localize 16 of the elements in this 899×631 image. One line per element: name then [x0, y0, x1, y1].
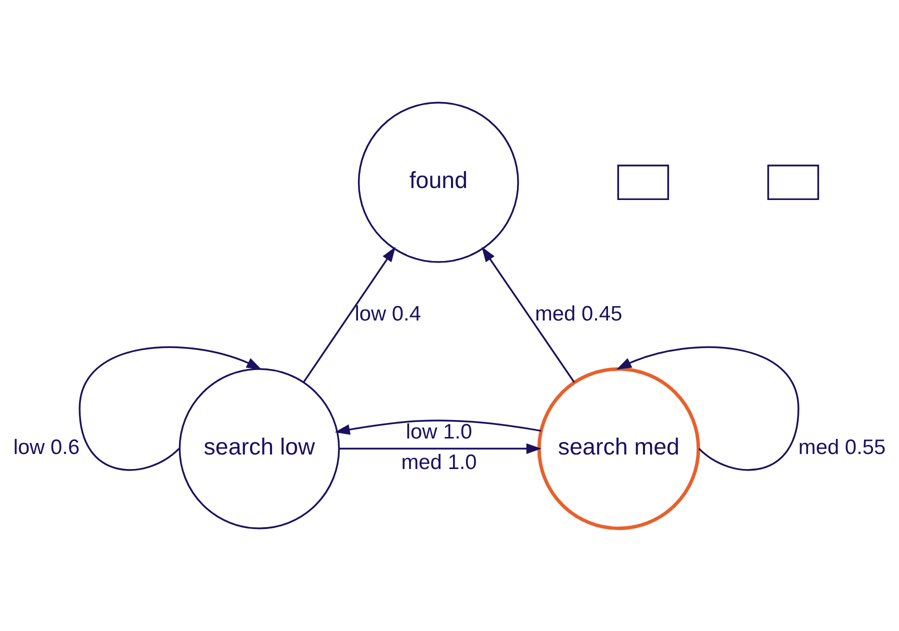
edge-label: med 0.55	[798, 436, 886, 459]
edge-label: low 0.4	[354, 302, 422, 326]
edge-label: low 0.6	[13, 436, 80, 459]
edge-label: med 1.0	[401, 450, 477, 474]
node-circle: search low	[178, 368, 340, 530]
arrow	[616, 346, 800, 471]
node-box	[617, 164, 670, 200]
arrow	[78, 346, 262, 471]
edge-label: low 1.0	[406, 420, 472, 444]
arrow	[339, 443, 542, 454]
arrow	[334, 420, 542, 435]
arrow	[302, 246, 396, 383]
node-box	[767, 164, 820, 200]
node-circle: search med	[537, 367, 700, 530]
arrow	[482, 246, 575, 383]
edge-label: med 0.45	[534, 302, 622, 326]
